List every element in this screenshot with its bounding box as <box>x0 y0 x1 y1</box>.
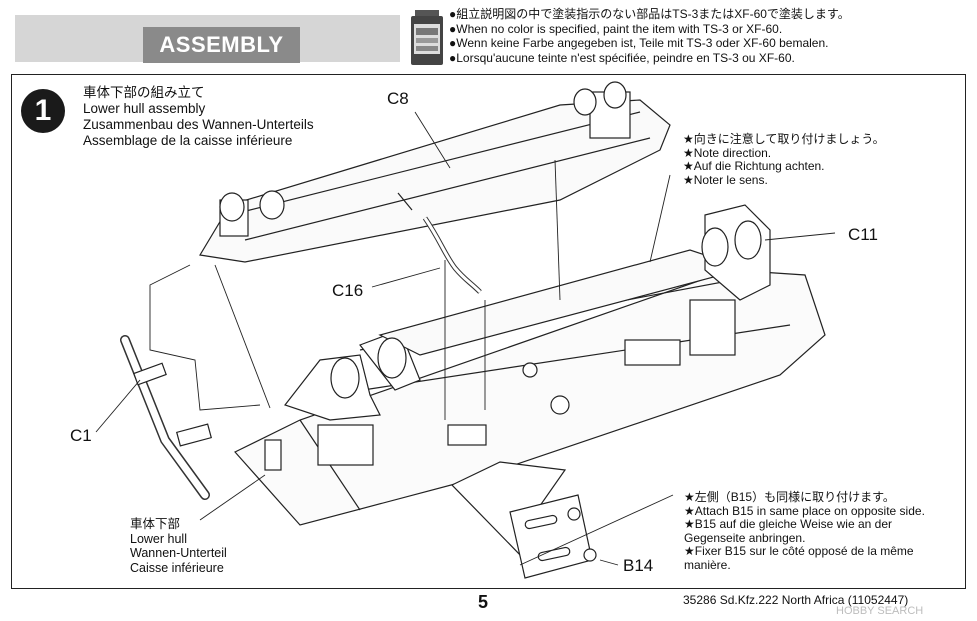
step-title: 車体下部の組み立て Lower hull assembly Zusammenba… <box>83 85 314 149</box>
lower-hull-label: 車体下部 Lower hull Wannen-Unterteil Caisse … <box>130 517 227 575</box>
note-attach-b15: ★左側（B15）も同様に取り付けます。 ★Attach B15 in same … <box>684 490 925 572</box>
hull-label-en: Lower hull <box>130 531 187 546</box>
label-c16: C16 <box>332 281 364 300</box>
paint-note-fr: ●Lorsqu'aucune teinte n'est spécifiée, p… <box>449 50 795 65</box>
note-direction-ja: ★向きに注意して取り付けましょう。 <box>683 132 885 146</box>
label-c8: C8 <box>387 89 409 108</box>
hull-label-ja: 車体下部 <box>130 517 181 531</box>
note-direction: ★向きに注意して取り付けましょう。 ★Note direction. ★Auf … <box>683 132 885 187</box>
section-title: ASSEMBLY <box>143 27 300 63</box>
note-b15-de-2: Gegenseite anbringen. <box>684 530 806 545</box>
watermark: HOBBY SEARCH <box>836 605 924 617</box>
part-c8-drawing <box>199 81 671 263</box>
hull-label-de: Wannen-Unterteil <box>130 546 227 560</box>
step-title-en: Lower hull assembly <box>83 101 206 116</box>
note-direction-en: ★Note direction. <box>683 145 772 160</box>
step-title-fr: Assemblage de la caisse inférieure <box>83 133 293 148</box>
section-banner: ASSEMBLY <box>15 15 400 63</box>
step-frame <box>11 74 966 589</box>
paint-note-en: ●When no color is specified, paint the i… <box>449 21 783 36</box>
note-b15-en: ★Attach B15 in same place on opposite si… <box>684 503 925 518</box>
note-direction-fr: ★Noter le sens. <box>683 172 768 187</box>
label-c1: C1 <box>70 426 92 445</box>
page-number: 5 <box>478 592 489 612</box>
paint-instructions: ●組立説明図の中で塗装指示のない部品はTS-3またはXF-60で塗装します。 ●… <box>449 7 850 65</box>
paint-note-de: ●Wenn keine Farbe angegeben ist, Teile m… <box>449 36 829 50</box>
note-b15-de-1: ★B15 auf die gleiche Weise wie an der <box>684 517 892 531</box>
note-direction-de: ★Auf die Richtung achten. <box>683 159 825 173</box>
paint-note-ja: ●組立説明図の中で塗装指示のない部品はTS-3またはXF-60で塗装します。 <box>449 7 850 21</box>
leader-lines <box>95 111 836 566</box>
paint-can-icon <box>411 10 443 65</box>
hull-label-fr: Caisse inférieure <box>130 560 224 575</box>
label-b14: B14 <box>623 556 654 575</box>
note-b15-ja: ★左側（B15）も同様に取り付けます。 <box>684 490 895 504</box>
note-b15-fr-1: ★Fixer B15 sur le côté opposé de la même <box>684 544 914 558</box>
label-c11: C11 <box>848 225 878 244</box>
kit-code: 35286 Sd.Kfz.222 North Africa (11052447) <box>683 593 909 607</box>
step-title-ja: 車体下部の組み立て <box>83 85 205 100</box>
note-b15-fr-2: manière. <box>684 557 731 572</box>
part-c16-drawing <box>397 192 482 294</box>
front-axle-drawing <box>284 204 771 421</box>
lower-hull-drawing <box>234 269 826 526</box>
step-number-badge: 1 <box>21 89 65 133</box>
part-b14-drawing <box>450 461 597 579</box>
part-c1-drawing <box>120 335 213 500</box>
step-title-de: Zusammenbau des Wannen-Unterteils <box>83 117 314 132</box>
